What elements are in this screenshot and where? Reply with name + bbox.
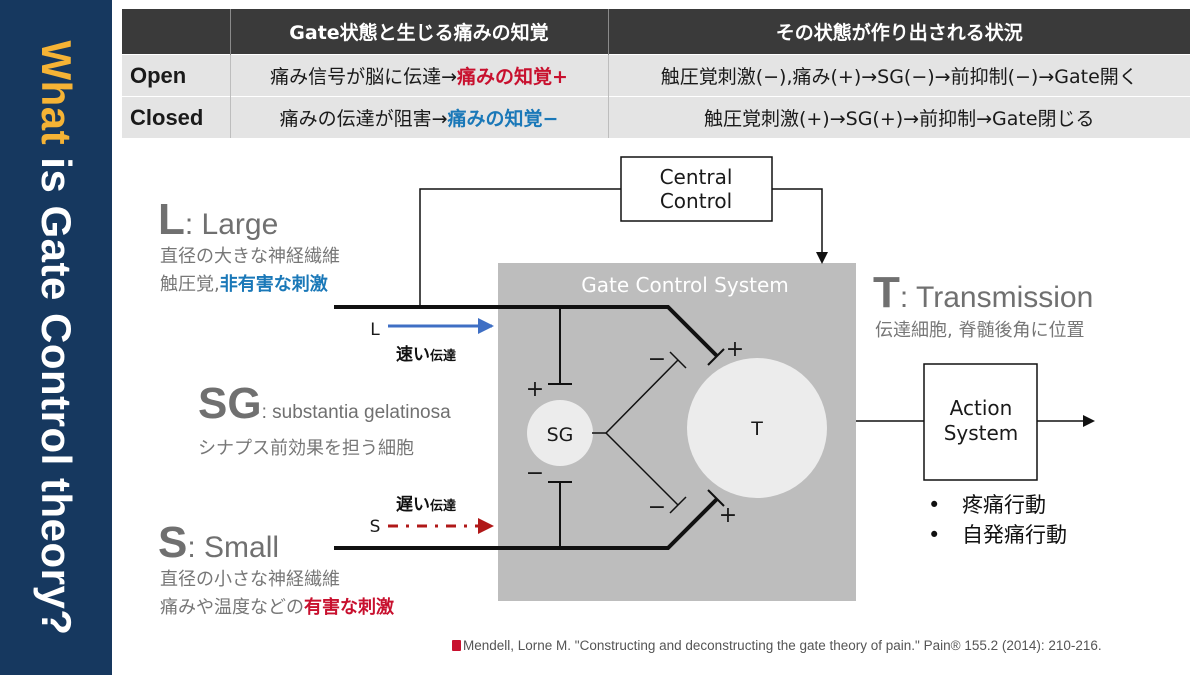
citation: Mendell, Lorne M. "Constructing and deco… (452, 638, 1102, 653)
small-desc-emphasis: 有害な刺激 (304, 597, 394, 618)
sign-minus-sg-bottom: − (526, 461, 544, 486)
sg-letter: SG (198, 379, 262, 428)
small-rest: : Small (187, 531, 280, 564)
table-header-situation: その状態が作り出される状況 (607, 9, 1190, 55)
table-row: Open 痛み信号が脳に伝達→痛みの知覚+ 触圧覚刺激(−),痛み(+)→SG(… (122, 54, 1190, 97)
fast-small: 伝達 (430, 349, 457, 364)
slow-transmission-label: 遅い伝達 (396, 490, 456, 515)
sign-plus-lower: + (719, 503, 737, 528)
row-situation-open: 触圧覚刺激(−),痛み(+)→SG(−)→前抑制(−)→Gate開く (607, 54, 1190, 97)
row-state-open: Open (122, 54, 230, 97)
t-node-label: T (750, 418, 763, 440)
large-rest: : Large (184, 208, 279, 241)
large-desc-emphasis: 非有害な刺激 (219, 274, 328, 295)
t-node (687, 358, 827, 498)
small-desc-plain: 痛みや温度などの (160, 597, 304, 618)
sidebar: What is Gate Control theory? (0, 0, 112, 675)
small-desc-line1: 直径の小さな神経繊維 (160, 569, 340, 590)
table-header-perception: Gate状態と生じる痛みの知覚 (229, 9, 608, 55)
large-letter: L (158, 195, 185, 244)
sg-heading: SG: substantia gelatinosa (198, 379, 451, 429)
table-header-state (122, 9, 230, 55)
large-fiber-line (334, 305, 719, 358)
central-control-line1: Central (660, 165, 733, 189)
sg-upper-inhibition-bar (669, 351, 687, 369)
sg-rest: : substantia gelatinosa (261, 402, 451, 423)
row-state-closed: Closed (122, 96, 230, 138)
sg-node (527, 400, 593, 466)
row-situation-closed: 触圧覚刺激(+)→SG(+)→前抑制→Gate閉じる (607, 96, 1190, 138)
gate-state-table: Gate状態と生じる痛みの知覚 その状態が作り出される状況 Open 痛み信号が… (122, 9, 1190, 138)
fast-transmission-label: 速い伝達 (396, 340, 456, 365)
transmission-letter: T (873, 268, 900, 317)
small-fiber-heading: S: Small (158, 518, 279, 568)
transmission-heading: T: Transmission (873, 268, 1093, 318)
slow-small: 伝達 (430, 499, 457, 514)
slow-main: 遅い (396, 495, 430, 515)
fiber-s-label: S (370, 517, 381, 537)
small-synapse-bar (707, 489, 725, 507)
action-system-line2: System (944, 421, 1019, 445)
citation-text: Mendell, Lorne M. "Constructing and deco… (463, 638, 1102, 653)
book-icon (452, 640, 461, 651)
small-desc-line2: 痛みや温度などの有害な刺激 (160, 594, 394, 622)
sg-node-label: SG (547, 424, 574, 446)
transmission-desc: 伝達細胞, 脊髄後角に位置 (875, 320, 1085, 341)
action-system-box (923, 363, 1038, 481)
central-descending-arrow (772, 188, 828, 264)
large-desc-line2: 触圧覚,非有害な刺激 (160, 271, 340, 299)
large-desc-plain: 触圧覚, (160, 274, 220, 295)
behavior-list: 疼痛行動 自発痛行動 (928, 490, 1067, 550)
sg-desc: シナプス前効果を担う細胞 (198, 438, 414, 459)
list-item: 自発痛行動 (928, 520, 1067, 550)
small-fiber-desc: 直径の小さな神経繊維 痛みや温度などの有害な刺激 (160, 566, 394, 622)
sg-lower-inhibition-bar (669, 496, 687, 514)
table-row: Closed 痛みの伝達が阻害→痛みの知覚− 触圧覚刺激(+)→SG(+)→前抑… (122, 96, 1190, 138)
transmission-rest: : Transmission (899, 281, 1094, 314)
fiber-l-label: L (370, 320, 380, 340)
sign-plus-upper: + (726, 337, 744, 362)
central-feed-line (419, 188, 621, 306)
sg-lower-inhibition-line (605, 432, 679, 506)
central-control-box (620, 156, 773, 222)
perception-text: 痛みの伝達が阻害→ (279, 108, 448, 130)
gate-control-system-label: Gate Control System (581, 273, 789, 297)
small-fiber-line (334, 497, 719, 550)
perception-emphasis: 痛みの知覚+ (457, 66, 568, 88)
table-header-row: Gate状態と生じる痛みの知覚 その状態が作り出される状況 (122, 9, 1190, 55)
perception-emphasis: 痛みの知覚− (447, 108, 559, 130)
perception-text: 痛み信号が脳に伝達→ (270, 66, 457, 88)
sign-minus-lower: − (648, 495, 666, 520)
row-perception-open: 痛み信号が脳に伝達→痛みの知覚+ (229, 54, 608, 97)
action-system-line1: Action (950, 396, 1013, 420)
large-fiber-desc: 直径の大きな神経繊維 触圧覚,非有害な刺激 (160, 243, 340, 299)
small-letter: S (158, 518, 188, 567)
sign-minus-upper: − (648, 347, 666, 372)
row-perception-closed: 痛みの伝達が阻害→痛みの知覚− (229, 96, 608, 138)
fast-main: 速い (396, 345, 430, 365)
large-desc-line1: 直径の大きな神経繊維 (160, 246, 340, 267)
large-fiber-heading: L: Large (158, 195, 278, 245)
central-control-line2: Control (660, 189, 732, 213)
list-item: 疼痛行動 (928, 490, 1067, 520)
sign-plus-sg-top: + (526, 377, 544, 402)
large-synapse-bar (707, 348, 725, 366)
